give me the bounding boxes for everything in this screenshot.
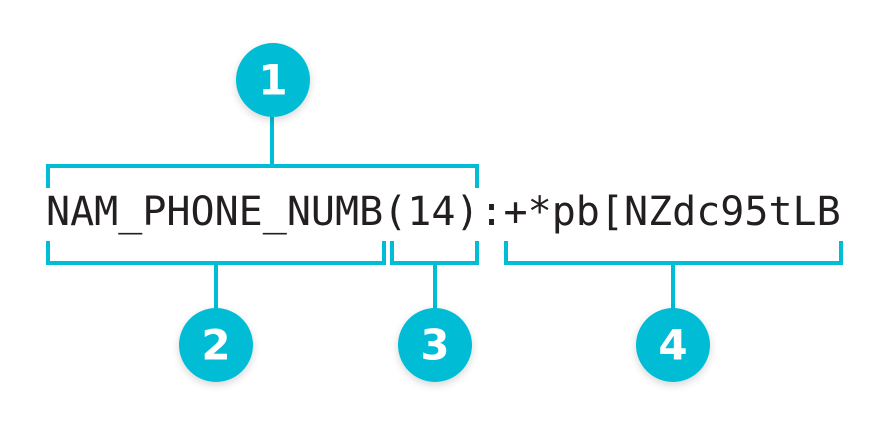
callout-label-4: 4 [658,321,687,370]
bracket-segment-4 [504,241,843,314]
callout-badge-4[interactable]: 4 [636,308,710,382]
annotated-string: NAM_PHONE_NUMB(14):+*pb[NZdc95tLB [46,189,841,235]
callout-label-2: 2 [201,321,230,370]
bracket-segment-2 [46,241,386,314]
callout-label-1: 1 [258,56,287,105]
callout-circle-4 [636,308,710,382]
callout-badge-2[interactable]: 2 [179,308,253,382]
bracket-segment-1 [46,110,479,188]
callout-badge-1[interactable]: 1 [236,43,310,117]
callout-badge-3[interactable]: 3 [398,308,472,382]
callout-label-3: 3 [420,321,449,370]
callout-circle-3 [398,308,472,382]
bracket-segment-3 [390,241,479,314]
callout-circle-2 [179,308,253,382]
callout-circle-1 [236,43,310,117]
